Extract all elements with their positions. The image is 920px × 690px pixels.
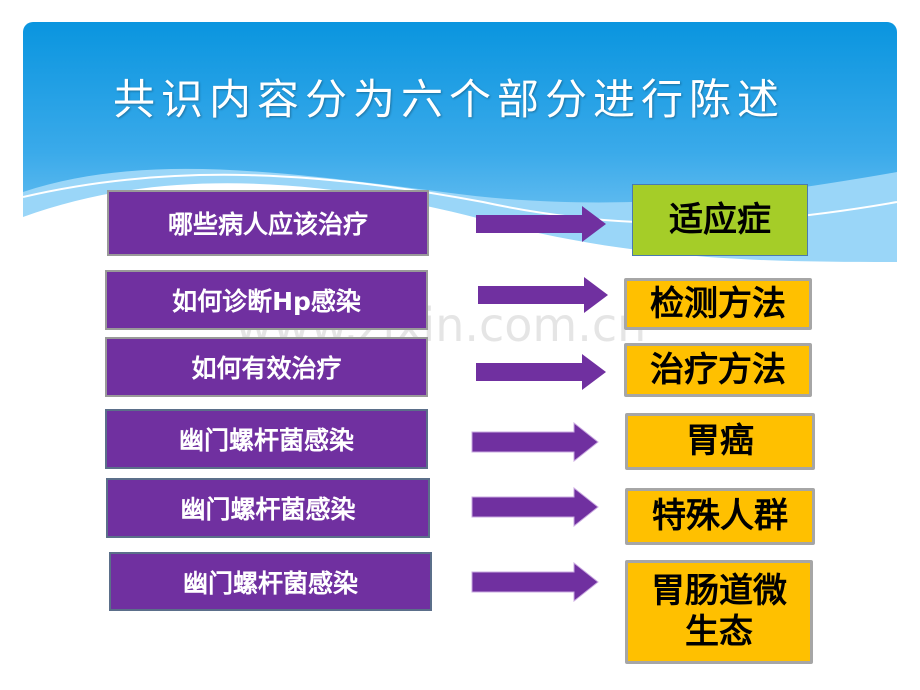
arrow-icon [476,206,606,242]
result-box-3: 治疗方法 [624,343,812,397]
result-box-4: 胃癌 [625,413,815,470]
result-box-5: 特殊人群 [625,488,815,545]
topic-box-1: 哪些病人应该治疗 [107,190,429,256]
topic-box-4: 幽门螺杆菌感染 [105,409,428,469]
result-box-1: 适应症 [632,184,808,256]
topic-box-5: 幽门螺杆菌感染 [106,478,430,538]
topic-box-2: 如何诊断Hp感染 [105,270,428,330]
slide-title: 共识内容分为六个部分进行陈述 [113,75,786,124]
topic-box-3: 如何有效治疗 [105,337,428,397]
arrow-icon [478,277,608,313]
arrow-icon [471,562,599,602]
arrow-icon [471,487,599,527]
topic-box-6: 幽门螺杆菌感染 [109,552,432,611]
result-box-2: 检测方法 [624,278,812,330]
result-box-6: 胃肠道微生态 [625,560,813,664]
arrow-icon [471,422,599,462]
arrow-icon [476,354,606,390]
